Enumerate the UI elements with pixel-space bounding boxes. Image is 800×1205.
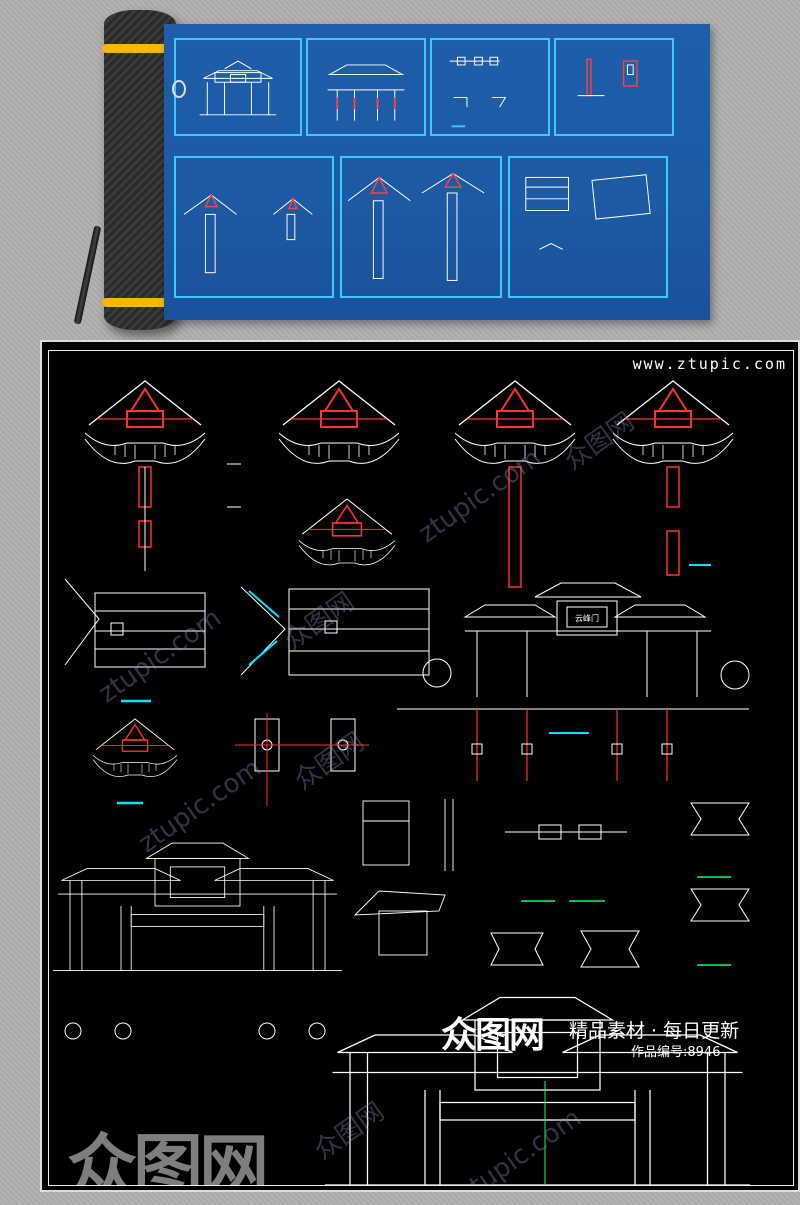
stylus-pen [73, 225, 102, 325]
plaque-text: 云峰门 [575, 613, 599, 623]
roll-band-top [102, 44, 178, 53]
thumb-panel-2 [306, 38, 426, 136]
thumb-panel-7 [508, 156, 668, 298]
cad-linework: 云峰门 [52, 380, 751, 1185]
thumb-panel-4 [554, 38, 674, 136]
brand-logo-watermark: 众图网 [67, 1126, 269, 1186]
work-id-label: 作品编号:8946 [631, 1045, 721, 1060]
promo-slogan: 精品素材 · 每日更新 [569, 1020, 740, 1042]
thumb-panel-1 [174, 38, 302, 136]
thumb-panel-3 [430, 38, 550, 136]
blueprint-sheet [164, 24, 710, 320]
paper-hook [172, 80, 186, 98]
cad-inner-frame: 云峰门 [48, 350, 794, 1186]
cad-drawing-sheet: 云峰门 [40, 340, 800, 1192]
watermark-site-url: www.ztupic.com [632, 355, 787, 373]
roll-band-bottom [102, 298, 178, 307]
thumb-panel-5 [174, 156, 334, 298]
brand-logo-small: 众图网 [441, 1015, 545, 1056]
thumb-panel-6 [340, 156, 502, 298]
